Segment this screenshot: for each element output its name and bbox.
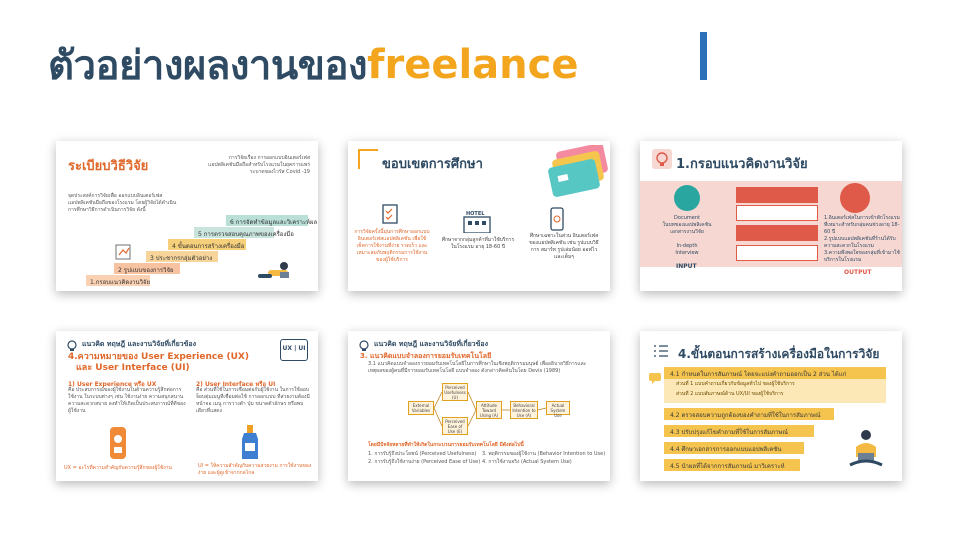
sample-slide-research-method[interactable]: ระเบียบวิธีวิจัย การวิจัยเรื่อง การออกแบ… [56, 141, 318, 291]
step-4-1-part-2: ส่วนที่ 2 แบบสัมภาษณ์ด้าน UX/UI ของผู้ใช… [676, 391, 784, 397]
input-globe-icon [674, 185, 700, 211]
slide-title: 1.กรอบแนวคิดงานวิจัย [676, 157, 808, 172]
hotel-sign-label: HOTEL [466, 211, 485, 217]
framework-step-box [736, 205, 818, 221]
slide-description: การวิจัยเรื่อง การออกแบบอินเตอร์เฟสแอปพล… [208, 155, 310, 175]
output-chart-icon [840, 183, 870, 213]
step-4-1: 4.1 กำหนดในการสัมภาษณ์ โดยจะแบ่งคำถามออก… [664, 367, 886, 379]
step-3: 3 ประชากรกลุ่มตัวอย่าง [146, 251, 218, 262]
chat-bubble-icon [648, 369, 662, 384]
scope-column-interface: ศึกษาเฉพาะในส่วน อินเตอร์เฟสของแอปพลิเคช… [529, 233, 599, 260]
output-label: OUTPUT [844, 269, 872, 276]
ux-ui-badge: UX | UI [280, 339, 308, 361]
bottle-illustration [238, 423, 262, 461]
input-label: INPUT [676, 263, 697, 270]
hotel-building-icon [462, 211, 492, 234]
ux-subtitle: 1) User Experience หรือ UX [68, 381, 157, 388]
stairs-icon [114, 241, 134, 261]
slide-title-line-1: 4.ความหมายของ User Experience (UX) [68, 352, 249, 362]
ui-body: คือ ส่วนที่ใช้ในการเชื่อมต่อกับผู้ใช้งาน… [196, 387, 310, 414]
slide-title: 3. แนวคิดแบบจำลองการยอมรับเทคโนโลยี [360, 352, 492, 360]
step-4-2: 4.2 ตรวจสอบความถูกต้องของคำถามที่ใช้ในกา… [664, 408, 834, 420]
gamepad-illustration [104, 425, 132, 461]
title-accent-text: freelance [367, 42, 579, 88]
tam-box-intention: Behavioral Intention to Use (A) [510, 401, 538, 419]
tam-body: 3.1 แนวคิดแบบจำลองการยอมรับเทคโนโลยีในกา… [368, 361, 587, 374]
step-4-1-part-1: ส่วนที่ 1 แบบคำถามเกี่ยวกับข้อมูลทั่วไป … [676, 381, 795, 387]
text-cursor-bar [700, 32, 707, 80]
slide-header: แนวคิด ทฤษฎี และงานวิจัยที่เกี่ยวข้อง [374, 340, 489, 348]
factor-3: 3. พฤติกรรมของผู้ใช้งาน (Behavior Intent… [482, 451, 606, 457]
sample-slide-framework[interactable]: 1.กรอบแนวคิดงานวิจัย Document ในบทของแอป… [640, 141, 902, 291]
factor-2: 2. การรับรู้ถึงใช้งานง่าย (Perceived Eas… [368, 459, 481, 465]
framework-step-box [736, 245, 818, 261]
framework-step-box [736, 225, 818, 241]
step-4-5: 4.5 นำผลที่ได้จากการสัมภาษณ์ มาวิเคราะห์ [664, 459, 800, 471]
sample-slide-instrument-steps[interactable]: 4.ขั้นตอนการสร้างเครื่องมือในการวิจัย 4.… [640, 331, 902, 481]
step-2: 2 รูปแบบของการวิจัย [114, 263, 180, 274]
factor-1: 1. การรับรู้ถึงประโยชน์ (Perceived Usefu… [368, 451, 477, 457]
tam-box-attitude: Attitude Toward Using (A) [476, 401, 502, 419]
slide-title-line-2: และ User Interface (UI) [76, 363, 190, 373]
ux-body: คือ ประสบการณ์ของผู้ใช้งานในด้านความรู้ส… [68, 387, 186, 414]
person-laptop-illustration [846, 427, 886, 471]
step-1: 1.กรอบแนวคิดงานวิจัย [86, 275, 150, 286]
step-4-4: 4.4 ศึกษาเอกสารการออกแบบแอปพลิเคชัน [664, 442, 804, 454]
sample-slide-ux-ui[interactable]: แนวคิด ทฤษฎี และงานวิจัยที่เกี่ยวข้อง 4.… [56, 331, 318, 481]
framework-step-box [736, 187, 818, 203]
ux-footer: UX = อะไรที่ความสำคัญกับความรู้สึกของผู้… [64, 465, 172, 471]
person-reading-illustration [254, 259, 294, 281]
tam-arrows [433, 391, 547, 427]
title-thai-text: ตัวอย่างผลงานของ [48, 43, 368, 89]
ui-footer: UI = ให้ความสำคัญกับความสวยงาม การใช้งาน… [198, 463, 312, 476]
step-4-3: 4.3 ปรับปรุงแก้ไขคำถามที่ใช้ในการสัมภาษณ… [664, 425, 814, 437]
checklist-icon [380, 203, 402, 225]
step-5: 5 การตรวจสอบคุณภาพของเครื่องมือ [194, 227, 294, 238]
tam-box-usefulness: Perceived Usefulness (U) [442, 383, 468, 401]
bulb-icon [66, 337, 78, 351]
slide-header: แนวคิด ทฤษฎี และงานวิจัยที่เกี่ยวข้อง [82, 340, 197, 348]
slide-title: 4.ขั้นตอนการสร้างเครื่องมือในการวิจัย [678, 347, 880, 361]
input-block-text: Document ในบทของแอปพลิเคชัน เอกสารงานวิจ… [662, 215, 712, 256]
factor-4: 4. การใช้งานจริง (Actual System Use) [482, 459, 572, 465]
output-block-text: 1.อินเตอร์เฟสในการเข้าพักโรงแรมที่เหมาะส… [824, 215, 900, 263]
sample-slide-tam[interactable]: แนวคิด ทฤษฎี และงานวิจัยที่เกี่ยวข้อง 3.… [348, 331, 610, 481]
factors-title: โดยมีปัจจัยหลายที่ทำให้เกิดในกระบวนการยอ… [368, 442, 524, 448]
tam-box-ease: Perceived Ease of Use (E) [442, 417, 468, 435]
tam-box-actual-use: Actual System Use [546, 401, 570, 418]
scope-column-population: ศึกษาจากกลุ่มลูกค้าที่มาใช้บริการในโรงแร… [441, 237, 515, 250]
sample-slide-scope[interactable]: ขอบเขตการศึกษา HOTEL การวิจัยครั้งนี้มุ่… [348, 141, 610, 291]
slide-title: ขอบเขตการศึกษา [382, 157, 483, 172]
numbered-list-icon [652, 343, 670, 359]
smartphone-icon [548, 207, 566, 231]
ui-subtitle: 2) User Interface หรือ UI [196, 381, 276, 388]
slide-title: ระเบียบวิธีวิจัย [68, 159, 149, 174]
scope-column-app: การวิจัยครั้งนี้มุ่นการศึกษาออกแบบ อินเต… [354, 229, 430, 263]
corner-bracket-icon [358, 149, 378, 169]
step-6: 6 การจัดทำข้อมูลและวิเคราะห์ผล [226, 215, 317, 226]
tam-box-external: External Variables [408, 401, 434, 415]
credit-cards-illustration [544, 143, 608, 197]
step-4: 4 ขั้นตอนการสร้างเครื่องมือ [168, 239, 246, 250]
framework-icon [652, 149, 672, 169]
slide-intro-text: จุดประสงค์การวิจัยเพื่อ ออกแบบอินเตอร์เฟ… [68, 193, 177, 213]
bulb-icon [358, 337, 370, 351]
